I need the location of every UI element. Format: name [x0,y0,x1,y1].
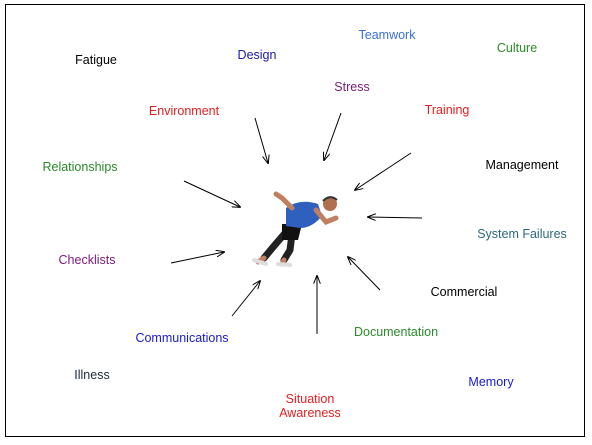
factor-checklists: Checklists [58,253,116,267]
factor-design: Design [237,48,277,62]
factor-relationships: Relationships [42,160,118,174]
sprinter-illustration [252,191,339,267]
factor-training: Training [424,103,470,117]
factor-culture: Culture [496,41,538,55]
factor-system-failures: System Failures [477,227,567,241]
factor-fatigue: Fatigue [75,53,117,67]
arrow-stress [324,112,342,160]
factor-commercial: Commercial [430,285,498,299]
arrow-commercial [348,257,381,291]
arrow-system-failures [368,217,423,218]
factor-teamwork: Teamwork [358,28,416,42]
arrow-environment [254,117,268,163]
factor-communications: Communications [135,331,229,345]
factor-documentation: Documentation [353,325,439,339]
arrow-relationships [183,180,240,207]
arrow-training [355,152,412,190]
factor-environment: Environment [148,104,220,118]
slide-border [5,4,585,437]
factor-memory: Memory [468,375,514,389]
factor-management: Management [485,158,559,172]
arrow-checklists [170,252,224,264]
factor-stress: Stress [334,80,370,94]
factor-illness: Illness [74,368,110,382]
arrow-communications [231,281,260,317]
